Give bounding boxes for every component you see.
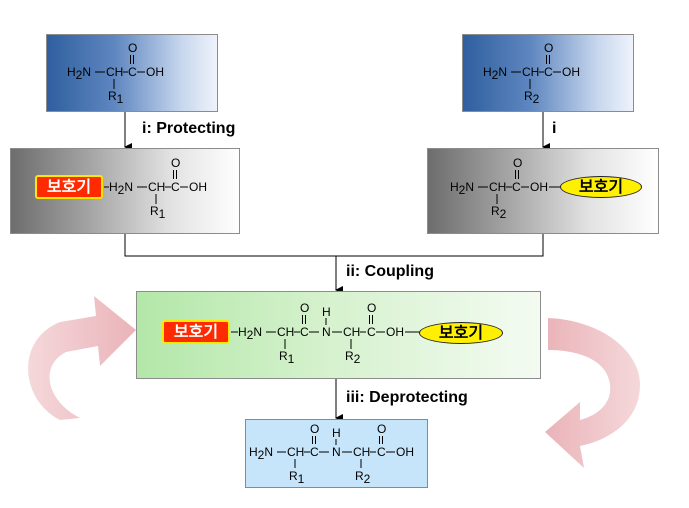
step-protecting-right-label: i — [552, 120, 557, 137]
n-protected-structure: O H2N CH C OH R1 — [104, 156, 207, 221]
alpha-carbon-2: CH — [353, 445, 370, 459]
hydroxyl-group: OH — [562, 65, 580, 79]
amino-acid-1-box: O H2N CH C OH R1 — [46, 34, 218, 112]
carbonyl-oxygen: O — [128, 41, 137, 55]
amino-acid-2-structure: O H2N CH C OH R2 — [483, 41, 580, 106]
amide-hydrogen: H — [332, 426, 341, 440]
carboxyl-carbon: C — [544, 65, 553, 79]
carboxyl-carbon: C — [512, 180, 521, 194]
hydroxyl-group: OH — [146, 65, 164, 79]
side-chain-r2: R2 — [524, 89, 540, 106]
merge-line — [124, 234, 544, 257]
side-chain-r2: R2 — [355, 469, 371, 486]
carboxyl-carbon: C — [128, 65, 137, 79]
protecting-group-red-tag: 보호기 — [35, 175, 103, 199]
carbonyl-oxygen: O — [171, 156, 180, 170]
carbonyl-carbon-1: C — [300, 325, 309, 339]
carbonyl-oxygen-2: O — [367, 301, 376, 315]
amide-hydrogen: H — [322, 305, 331, 319]
side-chain-r1: R1 — [289, 469, 305, 486]
carbonyl-carbon-2: C — [367, 325, 376, 339]
right-cycle-arrow — [545, 318, 640, 468]
step-coupling-label: ii: Coupling — [346, 263, 434, 280]
carbonyl-oxygen-1: O — [300, 301, 309, 315]
protecting-group-yellow-tag: 보호기 — [560, 176, 642, 198]
amine-group: H2N — [483, 65, 507, 82]
protected-dipeptide-structure: H2N CH O C H N CH O C OH R1 R2 — [231, 301, 420, 366]
hydroxyl-group: OH — [530, 180, 548, 194]
amide-nitrogen: N — [322, 325, 331, 339]
coupled-yellow-protecting-tag: 보호기 — [419, 322, 503, 344]
alpha-carbon-2: CH — [343, 325, 360, 339]
c-protected-structure: O H2N CH C OH R2 — [450, 156, 561, 221]
carbonyl-oxygen: O — [544, 41, 553, 55]
left-cycle-arrow — [28, 296, 136, 420]
side-chain-r1: R1 — [108, 89, 124, 106]
alpha-carbon-1: CH — [287, 445, 304, 459]
amine-group: H2N — [238, 325, 262, 342]
alpha-carbon: CH — [489, 180, 506, 194]
carboxyl-carbon: C — [171, 180, 180, 194]
amino-acid-2-box: O H2N CH C OH R2 — [462, 34, 634, 112]
alpha-carbon-1: CH — [277, 325, 294, 339]
step-deprotecting-label: iii: Deprotecting — [346, 389, 468, 406]
carbonyl-carbon-2: C — [377, 445, 386, 459]
side-chain-r2: R2 — [345, 349, 361, 366]
amine-group: H2N — [67, 65, 91, 82]
carbonyl-oxygen: O — [513, 156, 522, 170]
alpha-carbon: CH — [522, 65, 539, 79]
carbonyl-carbon-1: C — [310, 445, 319, 459]
coupled-red-protecting-tag: 보호기 — [162, 320, 230, 344]
hydroxyl-group: OH — [396, 445, 414, 459]
dipeptide-structure: H2N CH O C H N CH O C OH R1 R2 — [249, 422, 414, 486]
alpha-carbon: CH — [148, 180, 165, 194]
carbonyl-oxygen-1: O — [310, 422, 319, 436]
side-chain-r1: R1 — [150, 204, 166, 221]
amino-acid-1-structure: O H2N CH C OH R1 — [67, 41, 164, 106]
step-protecting-label: i: Protecting — [142, 120, 236, 137]
dipeptide-product-box: H2N CH O C H N CH O C OH R1 R2 — [245, 419, 428, 488]
amide-nitrogen: N — [332, 445, 341, 459]
alpha-carbon: CH — [106, 65, 123, 79]
side-chain-r1: R1 — [279, 349, 295, 366]
amine-group: H2N — [249, 445, 273, 462]
hydroxyl-group: OH — [386, 325, 404, 339]
hydroxyl-group: OH — [189, 180, 207, 194]
carbonyl-oxygen-2: O — [377, 422, 386, 436]
side-chain-r2: R2 — [491, 204, 507, 221]
amine-group: H2N — [109, 180, 133, 197]
amine-group: H2N — [450, 180, 474, 197]
